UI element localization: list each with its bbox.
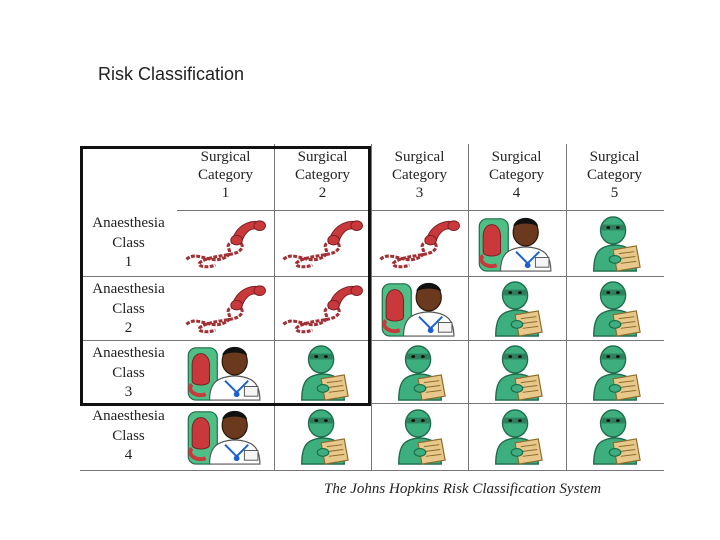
phone-icon: [378, 220, 460, 269]
grid-line: [80, 403, 664, 404]
row-header-2: Anaesthesia Class 2: [92, 281, 165, 336]
risk-cell: [468, 340, 565, 403]
doctor-icon: [187, 346, 260, 401]
phone-icon: [184, 220, 266, 269]
phone-icon: [281, 220, 363, 269]
surgeon-icon: [300, 409, 349, 465]
grid-line: [371, 144, 372, 470]
row-header-1: Anaesthesia Class 1: [92, 215, 165, 270]
risk-cell: [566, 403, 663, 469]
surgeon-icon: [300, 344, 349, 401]
surgeon-icon: [397, 344, 446, 401]
slide-title: Risk Classification: [98, 64, 245, 84]
risk-cell: [566, 210, 663, 276]
grid-line: [274, 144, 275, 470]
risk-cell: [177, 340, 274, 403]
risk-cell: [371, 403, 468, 469]
caption: The Johns Hopkins Risk Classification Sy…: [324, 481, 602, 497]
risk-cell: [371, 276, 468, 340]
surgeon-icon: [592, 216, 641, 272]
row-header-4: Anaesthesia Class 4: [92, 408, 165, 463]
doctor-icon: [478, 217, 551, 272]
risk-cell: [274, 403, 371, 469]
column-header-4: Surgical Category 4: [489, 149, 544, 201]
risk-cell: [468, 403, 565, 469]
row-header-3: Anaesthesia Class 3: [92, 345, 165, 400]
risk-cell: [177, 276, 274, 340]
risk-cell: [566, 340, 663, 403]
grid-line: [177, 210, 664, 211]
column-header-2: Surgical Category 2: [295, 149, 350, 201]
doctor-icon: [381, 282, 454, 337]
risk-cell: [274, 210, 371, 276]
surgeon-icon: [494, 344, 543, 401]
phone-icon: [184, 285, 266, 334]
grid-line: [468, 144, 469, 470]
risk-cell: [566, 276, 663, 340]
risk-cell: [468, 210, 565, 276]
risk-matrix: Surgical Category 1 Surgical Category 2 Su…: [80, 144, 664, 471]
grid-line: [566, 144, 567, 470]
doctor-icon: [187, 410, 260, 465]
risk-cell: [371, 340, 468, 403]
column-header-1: Surgical Category 1: [198, 149, 253, 201]
surgeon-icon: [397, 409, 446, 465]
risk-cell: [274, 340, 371, 403]
grid-line: [80, 470, 664, 471]
grid-line: [80, 340, 664, 341]
column-header-3: Surgical Category 3: [392, 149, 447, 201]
column-header-5: Surgical Category 5: [587, 149, 642, 201]
risk-cell: [177, 403, 274, 469]
surgeon-icon: [494, 409, 543, 465]
risk-cell: [468, 276, 565, 340]
surgeon-icon: [592, 409, 641, 465]
surgeon-icon: [592, 344, 641, 401]
risk-cell: [371, 210, 468, 276]
phone-icon: [281, 285, 363, 334]
risk-cell: [177, 210, 274, 276]
surgeon-icon: [592, 281, 641, 337]
grid-line: [80, 276, 664, 277]
risk-cell: [274, 276, 371, 340]
surgeon-icon: [494, 281, 543, 337]
